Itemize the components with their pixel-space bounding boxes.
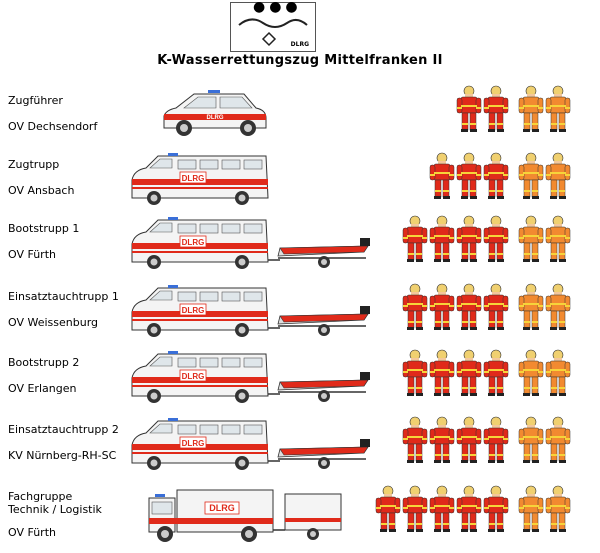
crew-member-red-icon — [483, 85, 509, 133]
unit-row: Einsatztauchtrupp 2 KV Nürnberg-RH-SC DLR… — [0, 413, 600, 479]
team-van: DLRG — [128, 152, 270, 212]
unit-row: Zugtrupp OV Ansbach DLRG — [0, 146, 600, 212]
unit-name: Einsatztauchtrupp 2 — [8, 423, 119, 436]
unit-row: Einsatztauchtrupp 1 OV Weissenburg DLRG — [0, 280, 600, 346]
unit-row: Bootstrupp 2 OV Erlangen DLRG — [0, 346, 600, 412]
crew-member-red-icon — [483, 215, 509, 263]
crew-member-red-icon — [456, 152, 482, 200]
crew-member-red-icon — [402, 416, 428, 464]
logo-wave-icon — [238, 18, 308, 47]
dlrg-logo: ●●● DLRG — [230, 0, 316, 52]
unit-name: Zugtrupp — [8, 158, 60, 171]
unit-row: Fachgruppe Technik / Logistik OV Fürth DL… — [0, 482, 600, 548]
crew-member-red-icon — [402, 485, 428, 533]
crew-member-red-icon — [456, 349, 482, 397]
crew-member-orange-icon — [518, 283, 544, 331]
logo-dots: ●●● — [253, 0, 302, 15]
van-with-boat-trailer: DLRG — [128, 350, 378, 410]
unit-station: KV Nürnberg-RH-SC — [8, 449, 117, 462]
svg-text:DLRG: DLRG — [182, 439, 205, 448]
unit-station: OV Ansbach — [8, 184, 75, 197]
crew-member-red-icon — [456, 215, 482, 263]
crew-member-orange-icon — [518, 416, 544, 464]
unit-station: OV Dechsendorf — [8, 120, 98, 133]
crew-member-orange-icon — [545, 485, 571, 533]
unit-name: Einsatztauchtrupp 1 — [8, 290, 119, 303]
unit-station: OV Erlangen — [8, 382, 77, 395]
crew-member-red-icon — [375, 485, 401, 533]
page-title: K-Wasserrettungszug Mittelfranken II — [157, 53, 443, 68]
crew-member-orange-icon — [545, 416, 571, 464]
svg-text:DLRG: DLRG — [182, 372, 205, 381]
svg-text:DLRG: DLRG — [207, 115, 224, 121]
unit-station: OV Fürth — [8, 526, 56, 539]
unit-station: OV Weissenburg — [8, 316, 99, 329]
svg-text:DLRG: DLRG — [209, 503, 235, 513]
unit-name: Fachgruppe Technik / Logistik — [8, 490, 102, 516]
crew-member-orange-icon — [518, 85, 544, 133]
van-with-boat-trailer: DLRG — [128, 284, 378, 344]
crew-member-red-icon — [483, 485, 509, 533]
crew-member-red-icon — [429, 416, 455, 464]
crew-member-red-icon — [402, 349, 428, 397]
crew-member-red-icon — [429, 485, 455, 533]
crew-member-orange-icon — [545, 215, 571, 263]
crew-member-orange-icon — [545, 152, 571, 200]
crew-member-red-icon — [483, 349, 509, 397]
unit-row: Zugführer OV Dechsendorf DLRG — [0, 80, 600, 146]
crew-member-orange-icon — [545, 283, 571, 331]
unit-name: Bootstrupp 1 — [8, 222, 80, 235]
crew-member-red-icon — [456, 283, 482, 331]
svg-text:DLRG: DLRG — [182, 306, 205, 315]
unit-name: Bootstrupp 2 — [8, 356, 80, 369]
crew-member-orange-icon — [518, 152, 544, 200]
crew-member-red-icon — [402, 215, 428, 263]
unit-name: Zugführer — [8, 94, 63, 107]
logo-text: DLRG — [290, 41, 309, 48]
crew-member-red-icon — [483, 283, 509, 331]
crew-member-red-icon — [483, 416, 509, 464]
crew-member-red-icon — [456, 85, 482, 133]
crew-member-orange-icon — [545, 349, 571, 397]
crew-member-red-icon — [456, 416, 482, 464]
crew-member-red-icon — [429, 283, 455, 331]
crew-member-orange-icon — [518, 349, 544, 397]
van-with-boat-trailer: DLRG — [128, 417, 378, 477]
crew-member-red-icon — [402, 283, 428, 331]
svg-text:DLRG: DLRG — [182, 238, 205, 247]
van-with-boat-trailer: DLRG — [128, 216, 378, 276]
unit-row: Bootstrupp 1 OV Fürth DLRG — [0, 212, 600, 278]
crew-member-orange-icon — [518, 215, 544, 263]
command-car: DLRG — [160, 86, 270, 146]
crew-member-red-icon — [483, 152, 509, 200]
crew-member-orange-icon — [518, 485, 544, 533]
unit-station: OV Fürth — [8, 248, 56, 261]
crew-member-orange-icon — [545, 85, 571, 133]
crew-member-red-icon — [429, 215, 455, 263]
crew-member-red-icon — [429, 349, 455, 397]
crew-member-red-icon — [456, 485, 482, 533]
svg-text:DLRG: DLRG — [182, 174, 205, 183]
logistics-truck: DLRG — [145, 486, 375, 550]
crew-member-red-icon — [429, 152, 455, 200]
